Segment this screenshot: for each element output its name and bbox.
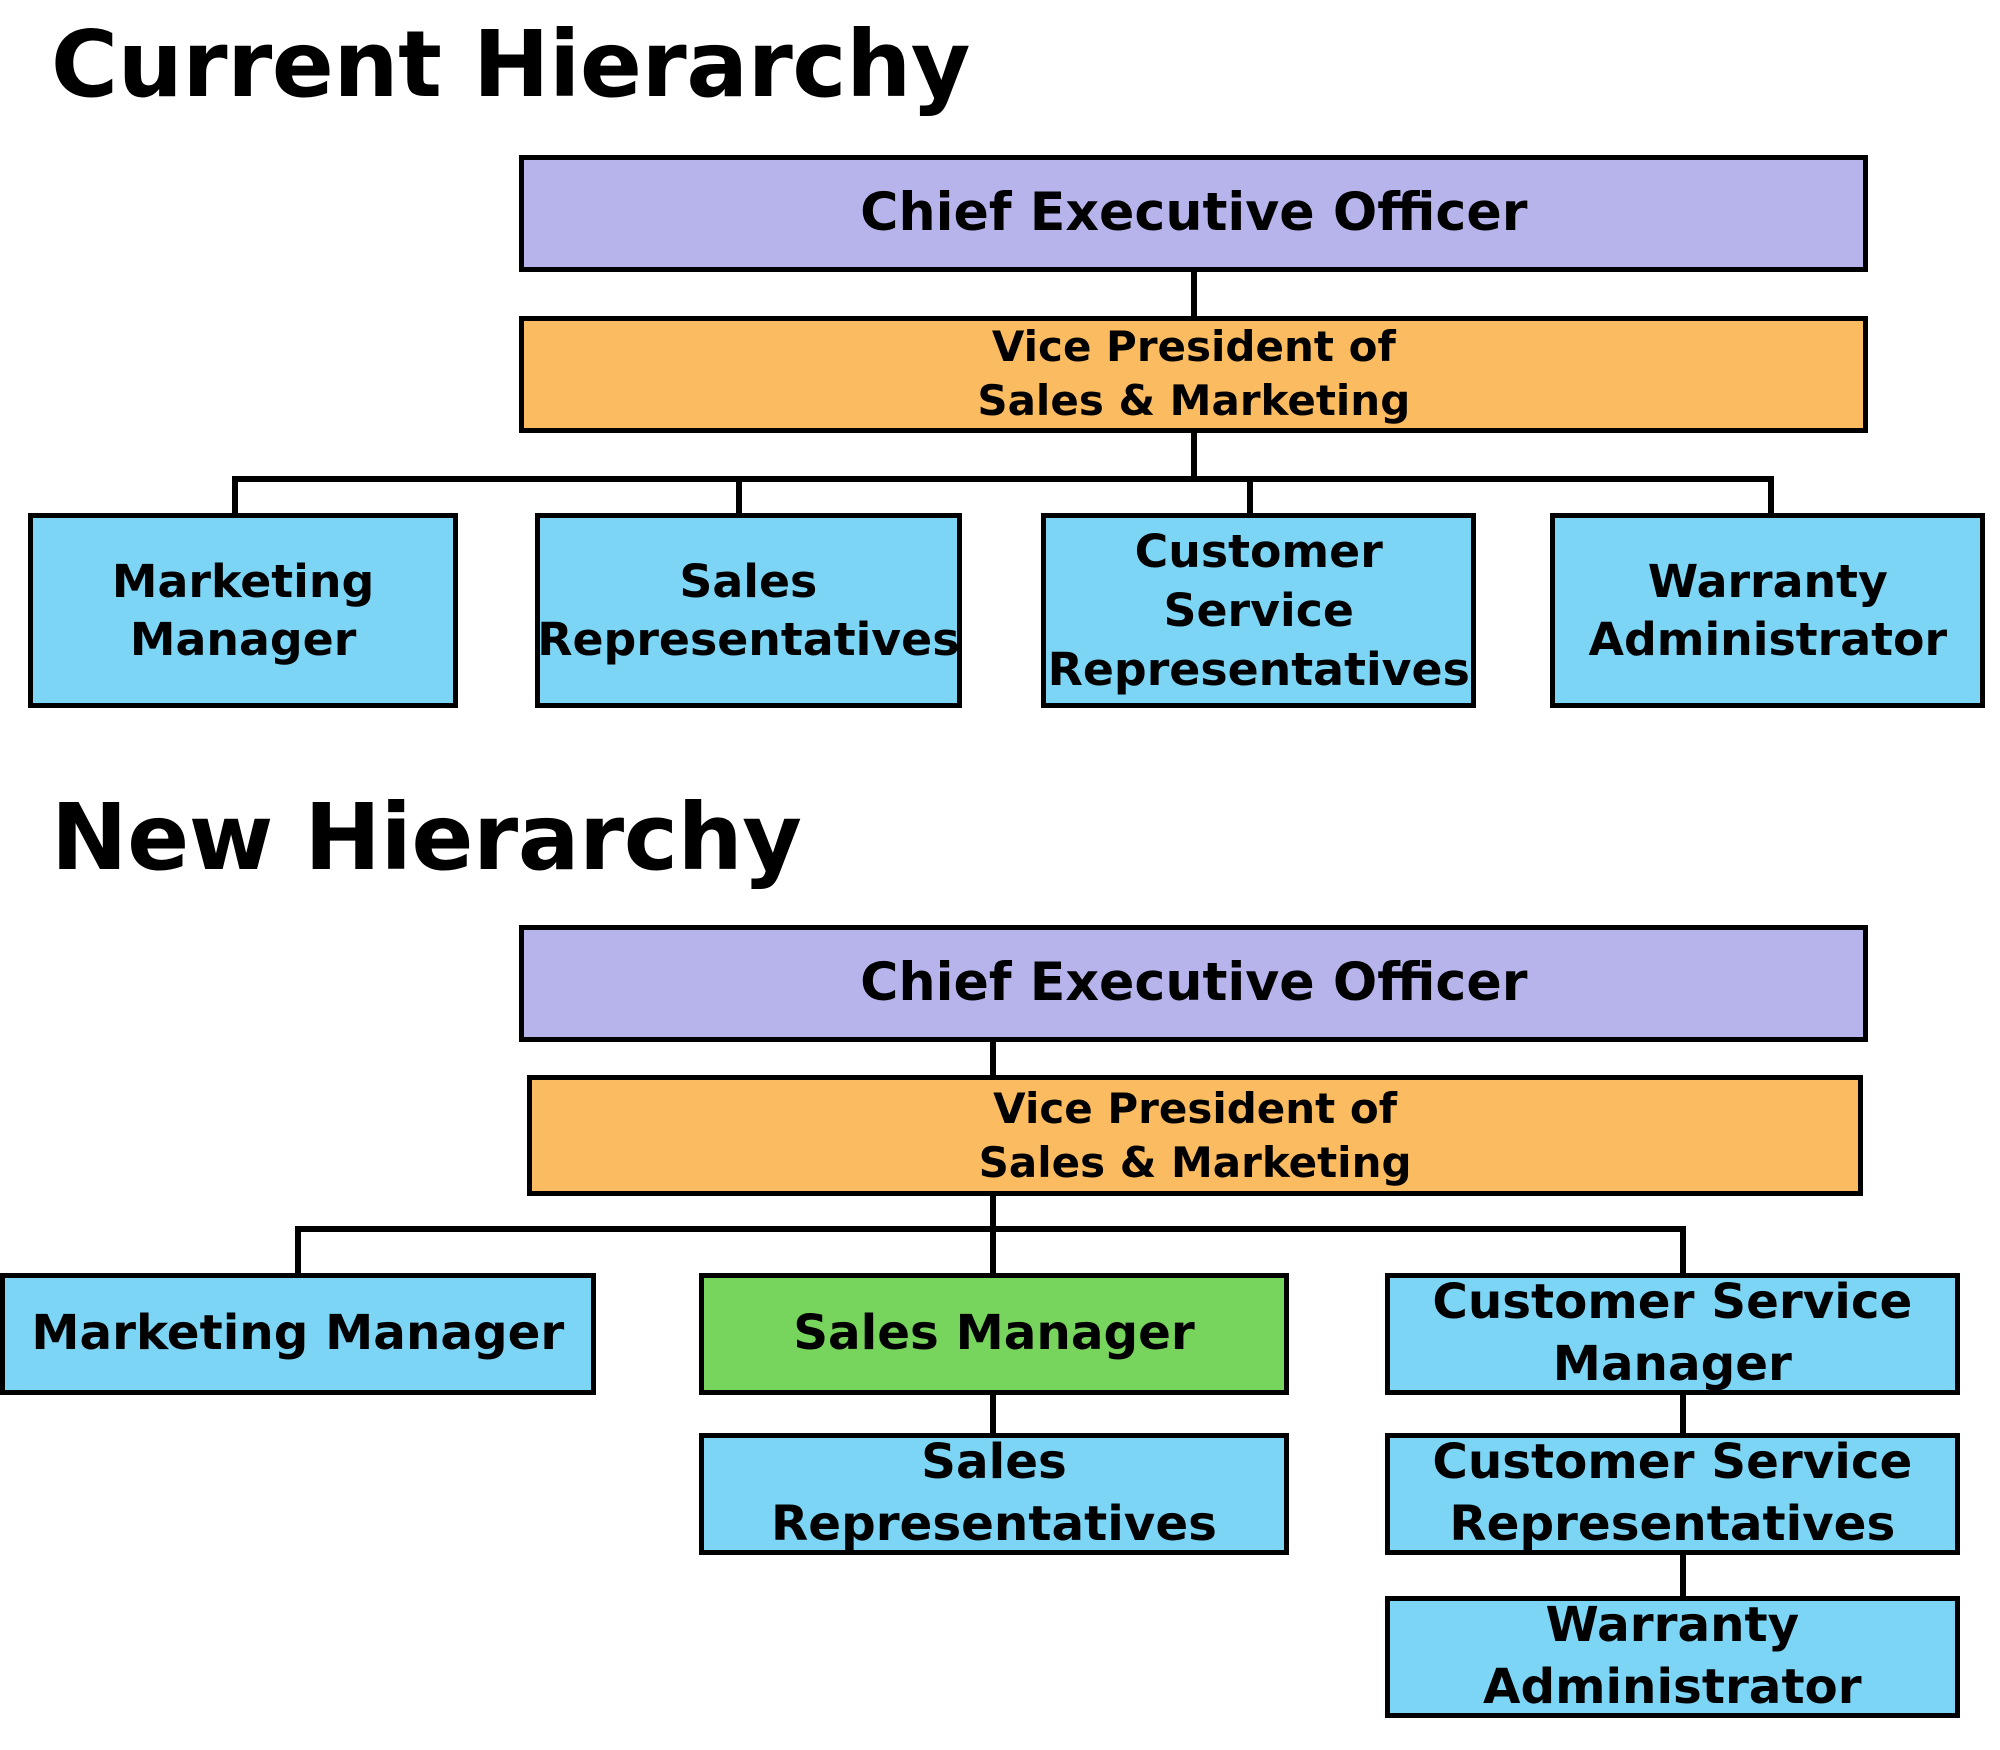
connector-current-drop-marketing [231,476,238,522]
connector-current-drop-sales [735,476,742,522]
node-current-customer-service-representatives[interactable]: Customer Service Representatives [1041,512,1477,708]
section-title-current: Current Hierarchy [50,11,971,119]
section-title-new: New Hierarchy [50,783,802,891]
node-new-marketing-manager[interactable]: Marketing Manager [0,1272,596,1395]
node-current-warranty-administrator[interactable]: Warranty Administrator [1550,512,1986,708]
connector-current-drop-customer-service [1247,476,1254,522]
node-new-customer-service-representatives[interactable]: Customer Service Representatives [1384,1433,1960,1556]
node-new-sales-representatives[interactable]: Sales Representatives [698,1433,1290,1556]
connector-new-drop-sales-manager [990,1225,997,1282]
node-current-sales-representatives[interactable]: Sales Representatives [534,512,963,708]
connector-new-vp-drop [990,1193,997,1230]
connector-new-csr-to-warranty [1680,1550,1686,1602]
connector-new-csm-to-csr [1680,1389,1686,1436]
node-new-warranty-administrator[interactable]: Warranty Administrator [1384,1596,1960,1719]
connector-new-sales-manager-to-reps [990,1389,997,1436]
node-new-ceo[interactable]: Chief Executive Officer [519,925,1869,1043]
node-new-customer-service-manager[interactable]: Customer Service Manager [1384,1272,1960,1395]
connector-new-ceo-to-vp [990,1034,997,1080]
node-current-vp[interactable]: Vice President of Sales & Marketing [519,315,1869,433]
node-new-sales-manager[interactable]: Sales Manager [698,1272,1290,1395]
connector-new-drop-customer-service-manager [1680,1225,1686,1282]
connector-current-ceo-to-vp [1191,264,1198,329]
node-current-marketing-manager[interactable]: Marketing Manager [28,512,459,708]
connector-current-drop-warranty [1767,476,1774,522]
node-current-ceo[interactable]: Chief Executive Officer [519,155,1869,273]
connector-new-drop-marketing [295,1225,302,1282]
node-new-vp[interactable]: Vice President of Sales & Marketing [526,1075,1864,1197]
connector-current-vp-drop [1191,430,1198,482]
connector-current-bus [231,476,1775,482]
